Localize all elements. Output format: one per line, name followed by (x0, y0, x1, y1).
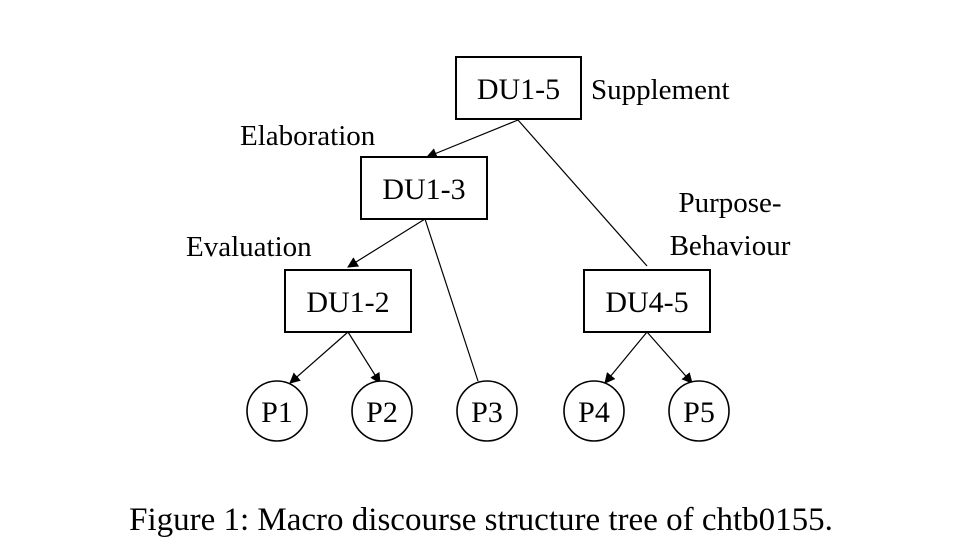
leaf-p2: P2 (351, 380, 413, 442)
edge-du45-p4 (604, 331, 648, 384)
leaf-p2-label: P2 (366, 396, 398, 429)
node-du1-2: DU1-2 (284, 269, 412, 333)
leaf-p4-label: P4 (578, 396, 610, 429)
edge-du15-du45 (517, 119, 648, 267)
node-du4-5: DU4-5 (583, 269, 711, 333)
relation-purpose-line2: Behaviour (670, 230, 791, 262)
leaf-p5-label: P5 (683, 396, 715, 429)
relation-purpose-line1: Purpose- (678, 187, 781, 219)
leaf-p3: P3 (456, 380, 518, 442)
node-du1-3-label: DU1-3 (382, 173, 465, 206)
relation-elaboration: Elaboration (240, 120, 376, 152)
relation-evaluation: Evaluation (186, 231, 312, 263)
node-du1-5: DU1-5 (455, 56, 582, 120)
relation-supplement: Supplement (591, 74, 730, 106)
edge-du45-p5 (646, 331, 693, 384)
leaf-p3-label: P3 (471, 396, 503, 429)
figure-caption: Figure 1: Macro discourse structure tree… (129, 502, 833, 538)
node-du4-5-label: DU4-5 (605, 286, 688, 319)
leaf-p1: P1 (246, 380, 308, 442)
leaf-p1-label: P1 (261, 396, 293, 429)
leaf-p4: P4 (563, 380, 625, 442)
edge-du12-p2 (347, 331, 381, 384)
leaf-p5: P5 (668, 380, 730, 442)
edge-du13-p3 (424, 218, 479, 382)
node-du1-5-label: DU1-5 (477, 73, 560, 106)
node-du1-3: DU1-3 (360, 156, 488, 220)
edge-du15-du13 (425, 119, 519, 159)
edge-du12-p1 (289, 331, 349, 384)
node-du1-2-label: DU1-2 (306, 286, 389, 319)
edge-du13-du12 (347, 218, 426, 268)
